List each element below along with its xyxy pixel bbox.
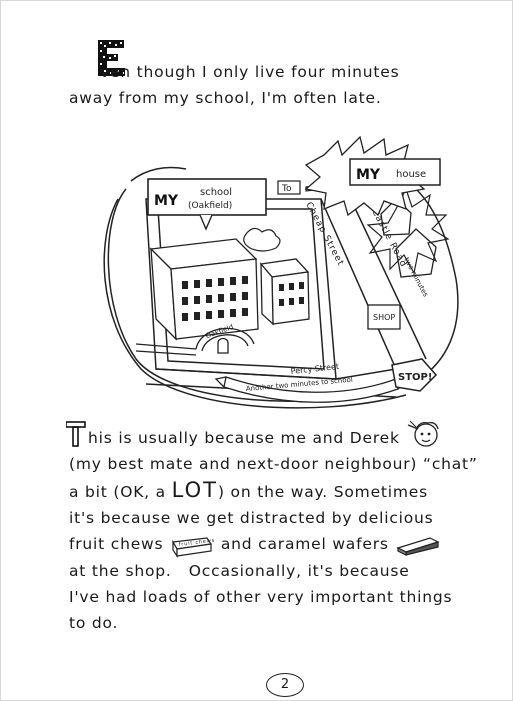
to-label: To xyxy=(281,184,292,194)
fruit-chews-pack-label: fruit chews xyxy=(179,537,215,547)
paragraph-2-line-3a: a bit (OK, a xyxy=(69,483,172,501)
stop-sign-label: STOP! xyxy=(398,372,432,383)
paragraph-2-line-3b: ) on the way. Sometimes xyxy=(217,483,428,501)
paragraph-1: ven though I only live four minutes away… xyxy=(69,59,400,111)
paragraph-2-line-6: at the shop. Occasionally, it's because xyxy=(69,561,410,580)
percy-street-label: Percy Street xyxy=(290,362,339,376)
paragraph-2-line-5a: fruit chews xyxy=(69,535,164,553)
paragraph-2-line-4: it's because we get distracted by delici… xyxy=(69,509,434,527)
paragraph-2-line-1: his is usually because me and Derek xyxy=(69,420,478,451)
shop-sign: SHOP xyxy=(373,313,395,322)
paragraph-2-line-5b: and caramel wafers xyxy=(220,535,389,553)
cheap-street-label: Cheap Street xyxy=(303,201,345,268)
my-house-label: house xyxy=(396,169,426,180)
paragraph-2-line-7: I've had loads of other very important t… xyxy=(69,587,453,606)
paragraph-2-line-3: a bit (OK, a LOT) on the way. Sometimes xyxy=(69,477,478,505)
my-school-sub: (Oakfield) xyxy=(188,201,232,211)
dropcap-t-icon xyxy=(66,421,86,447)
lot-emphasis: LOT xyxy=(171,478,218,502)
dropcap-e-icon xyxy=(98,40,125,76)
paragraph-1-line-1: ven though I only live four minutes xyxy=(100,63,400,81)
my-house-my: MY xyxy=(356,167,381,183)
my-school-my: MY xyxy=(154,193,179,209)
paragraph-2-line-1-text: his is usually because me and Derek xyxy=(88,429,400,447)
derek-face-icon xyxy=(407,420,439,447)
fruit-chews-pack-icon: fruit chews xyxy=(172,536,215,558)
paragraph-2-line-2: (my best mate and next-door neighbour) “… xyxy=(69,455,478,473)
paragraph-2: his is usually because me and Derek (my … xyxy=(69,420,478,636)
page-number: 2 xyxy=(266,673,304,697)
paragraph-2-line-5: fruit chews fruit chews and caramel wafe… xyxy=(69,531,478,558)
another-two-minutes-label: Another two minutes to school xyxy=(245,376,353,393)
paragraph-2-line-8: to do. xyxy=(69,613,119,632)
my-school-name: school xyxy=(200,187,232,198)
caramel-wafer-icon xyxy=(396,536,441,556)
paragraph-1-line-2: away from my school, I'm often late. xyxy=(69,89,382,107)
map-illustration: Oakfield SHOP Cheap Street Castle Road t… xyxy=(103,135,459,409)
